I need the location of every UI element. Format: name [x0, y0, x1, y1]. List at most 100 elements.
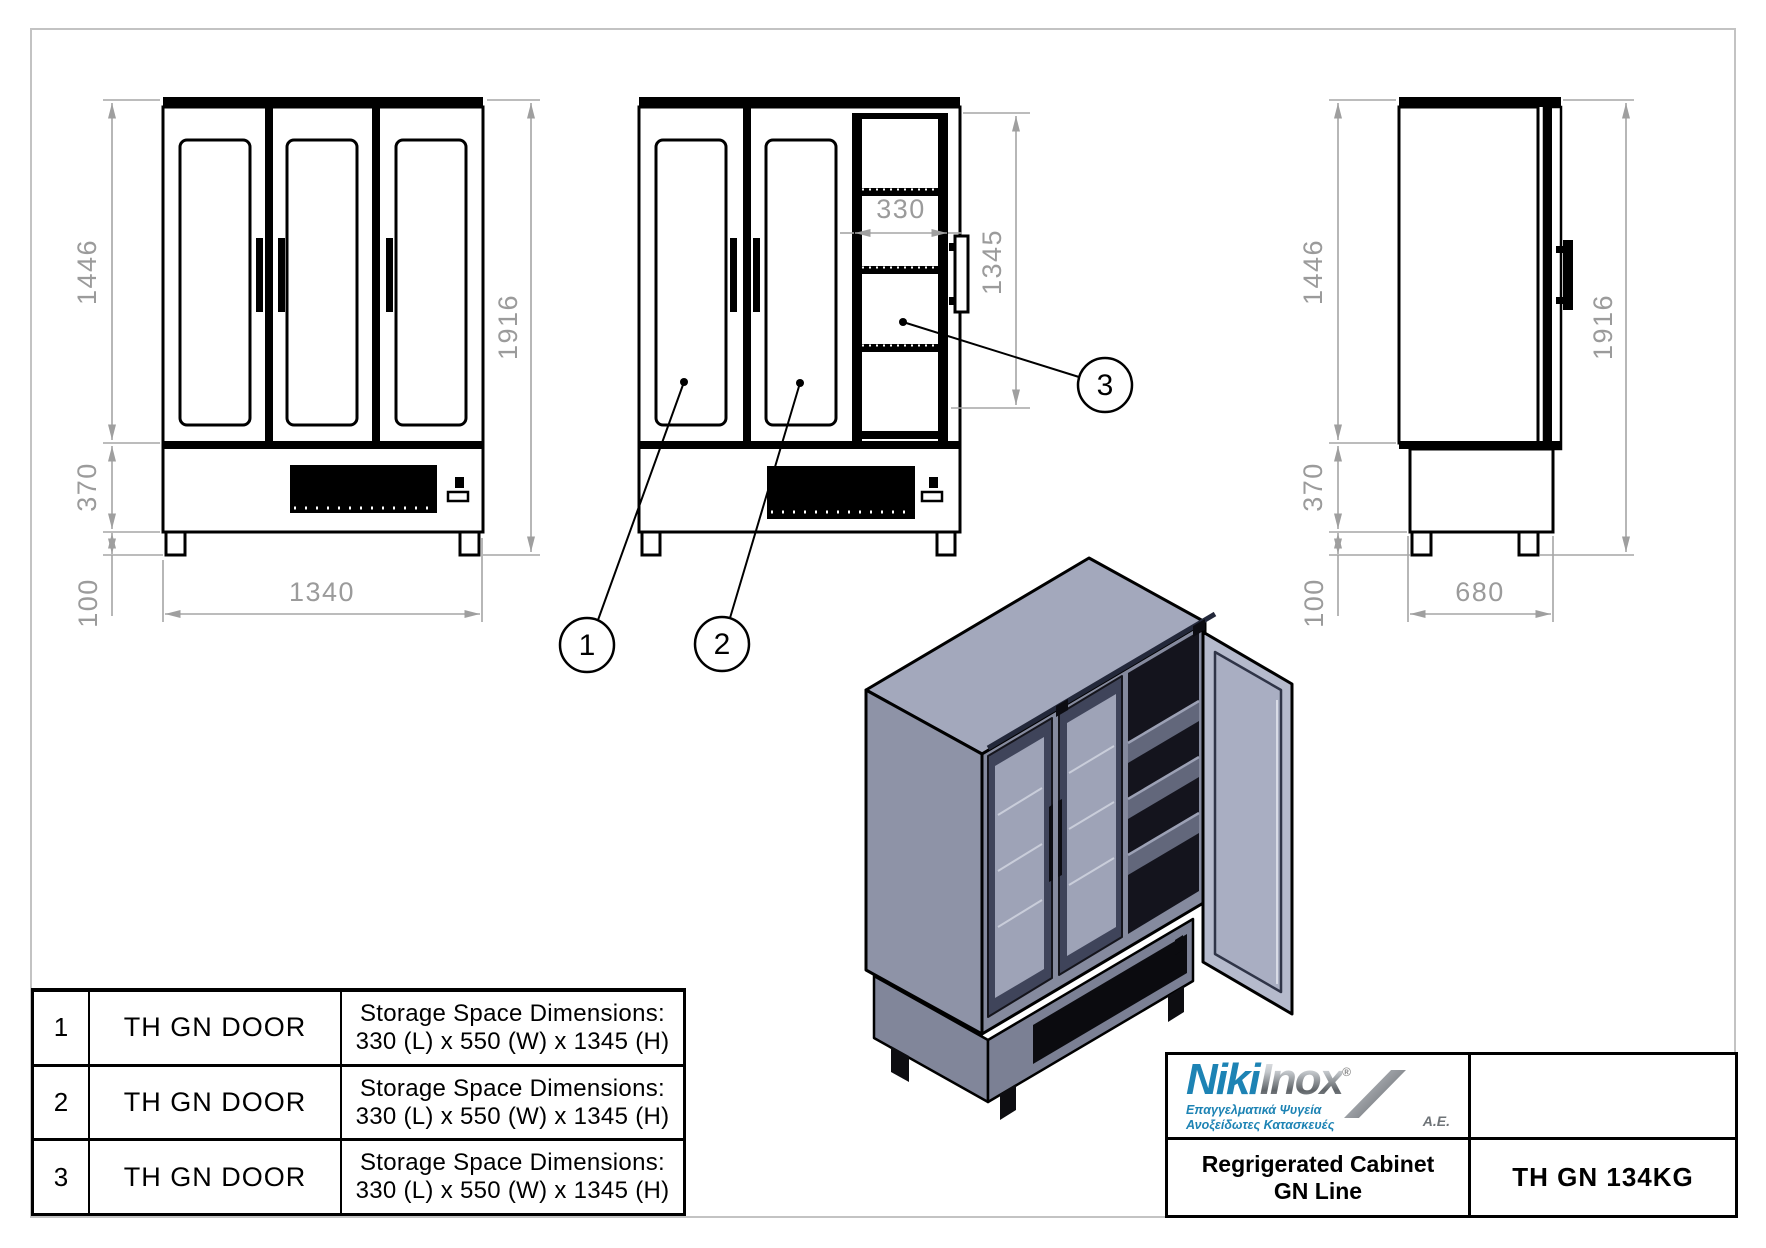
- dim-side-depth: 680: [1455, 577, 1505, 607]
- shelf: [862, 266, 938, 274]
- sheet-border: [30, 28, 1736, 1218]
- part-description-line2: 330 (L) x 550 (W) x 1345 (H): [355, 1102, 670, 1130]
- door-glass-panel: [764, 138, 838, 427]
- front-view-dimensions: 1446 370 100 1340 1916: [72, 99, 540, 628]
- product-name-line2: GN Line: [1273, 1177, 1363, 1204]
- vent-grille: [767, 466, 915, 519]
- dim-front-upper-height: 1446: [72, 239, 102, 305]
- part-name: TH GN DOOR: [90, 1141, 342, 1214]
- door-handle: [1563, 240, 1573, 310]
- foot: [640, 530, 662, 557]
- logo-company-suffix: Α.Ε.: [1422, 1113, 1450, 1129]
- logo-wordmark: NikiInox®: [1186, 1058, 1464, 1102]
- foot: [935, 530, 957, 557]
- door-handle: [1058, 799, 1062, 877]
- part-description-line2: 330 (L) x 550 (W) x 1345 (H): [355, 1177, 670, 1205]
- part-description: Storage Space Dimensions: 330 (L) x 550 …: [342, 1067, 683, 1139]
- door-glass-panel: [394, 138, 468, 427]
- door-handle: [730, 238, 737, 312]
- dim-side-feet-height: 100: [1299, 578, 1329, 628]
- part-description: Storage Space Dimensions: 330 (L) x 550 …: [342, 992, 683, 1064]
- foot: [164, 530, 187, 557]
- table-row: 2 TH GN DOOR Storage Space Dimensions: 3…: [34, 1063, 683, 1139]
- part-number: 1: [34, 992, 90, 1064]
- foot: [1517, 530, 1540, 557]
- title-block: NikiInox® Επαγγελματικά Ψυγεία Ανοξείδωτ…: [1165, 1052, 1738, 1218]
- table-row: 1 TH GN DOOR Storage Space Dimensions: 3…: [34, 992, 683, 1064]
- callout-label-3: 3: [1097, 369, 1114, 402]
- logo-brand-part2: Inox: [1259, 1055, 1344, 1104]
- shelf: [1128, 757, 1199, 819]
- product-name-line1: Regrigerated Cabinet: [1201, 1150, 1435, 1177]
- dim-side-total-height: 1916: [1588, 294, 1618, 360]
- part-description-line2: 330 (L) x 550 (W) x 1345 (H): [355, 1027, 670, 1055]
- logo-brand-part1: Niki: [1186, 1055, 1261, 1104]
- logo-tagline-line2: Ανοξείδωτες Κατασκευές: [1186, 1118, 1335, 1132]
- storage-compartment: [852, 113, 948, 441]
- part-name: TH GN DOOR: [90, 992, 342, 1064]
- door-handle: [278, 238, 285, 312]
- power-switch: [1175, 935, 1183, 955]
- callout-balloon-3: [1076, 356, 1134, 414]
- vent-grille: [1033, 934, 1187, 1064]
- callouts: 1 2 3: [558, 318, 1134, 674]
- nikiinox-logo: NikiInox® Επαγγελματικά Ψυγεία Ανοξείδωτ…: [1186, 1058, 1464, 1135]
- logo-cell: NikiInox® Επαγγελματικά Ψυγεία Ανοξείδωτ…: [1168, 1055, 1471, 1140]
- door-glass-panel: [654, 138, 728, 427]
- parts-table: 1 TH GN DOOR Storage Space Dimensions: 3…: [31, 988, 686, 1216]
- hinge: [1056, 699, 1068, 717]
- power-switch: [455, 477, 464, 488]
- door-glass-panel: [285, 138, 359, 427]
- foot: [1410, 530, 1433, 557]
- callout-label-1: 1: [579, 629, 596, 662]
- door-handle: [256, 238, 263, 312]
- vent-grille: [290, 465, 437, 513]
- door-handle: [953, 234, 970, 314]
- dim-front-width: 1340: [289, 577, 355, 607]
- dim-front-base-height: 370: [72, 462, 102, 512]
- logo-tagline-line1: Επαγγελματικά Ψυγεία: [1186, 1103, 1322, 1117]
- dim-side-base-height: 370: [1298, 462, 1328, 512]
- part-number: 2: [34, 1066, 90, 1139]
- dim-front-total-height: 1916: [493, 294, 523, 360]
- foot: [1000, 1084, 1016, 1120]
- title-block-empty-cell: [1471, 1055, 1735, 1140]
- foot: [1168, 986, 1184, 1022]
- isometric-view: [864, 556, 1294, 1120]
- dim-storage-width: 330: [876, 194, 926, 224]
- side-view-dimensions: 1446 370 100 680 1916: [1298, 99, 1634, 628]
- registered-mark-icon: ®: [1342, 1065, 1351, 1079]
- product-name-cell: Regrigerated Cabinet GN Line: [1168, 1140, 1471, 1215]
- shelf: [862, 344, 938, 352]
- callout-balloon-1: [558, 616, 616, 674]
- door-handle: [1049, 804, 1053, 882]
- table-row: 3 TH GN DOOR Storage Space Dimensions: 3…: [34, 1138, 683, 1214]
- part-description-line1: Storage Space Dimensions:: [360, 1149, 665, 1177]
- logo-tagline: Επαγγελματικά Ψυγεία Ανοξείδωτες Κατασκε…: [1186, 1103, 1464, 1133]
- foot: [458, 530, 481, 557]
- door-handle: [753, 238, 760, 312]
- front-open-view: [637, 97, 970, 557]
- front-open-dimensions: 330 1345: [840, 112, 1030, 409]
- dim-storage-height: 1345: [977, 229, 1007, 295]
- callout-label-2: 2: [714, 628, 731, 661]
- model-code-cell: TH GN 134KG: [1512, 1162, 1694, 1192]
- front-view: [161, 97, 485, 557]
- shelf: [1128, 701, 1199, 763]
- door-handle: [386, 238, 393, 312]
- shelf: [862, 188, 938, 196]
- part-number: 3: [34, 1141, 90, 1214]
- callout-balloon-2: [693, 615, 751, 673]
- door-glass-panel: [178, 138, 252, 427]
- shelf: [1128, 813, 1199, 875]
- side-view: [1397, 97, 1573, 557]
- dim-side-upper-height: 1446: [1298, 239, 1328, 305]
- hinge: [1193, 619, 1205, 637]
- part-description-line1: Storage Space Dimensions:: [360, 1074, 665, 1102]
- part-name: TH GN DOOR: [90, 1066, 342, 1139]
- power-switch: [929, 477, 938, 488]
- foot: [891, 1046, 909, 1082]
- part-description: Storage Space Dimensions: 330 (L) x 550 …: [342, 1141, 683, 1213]
